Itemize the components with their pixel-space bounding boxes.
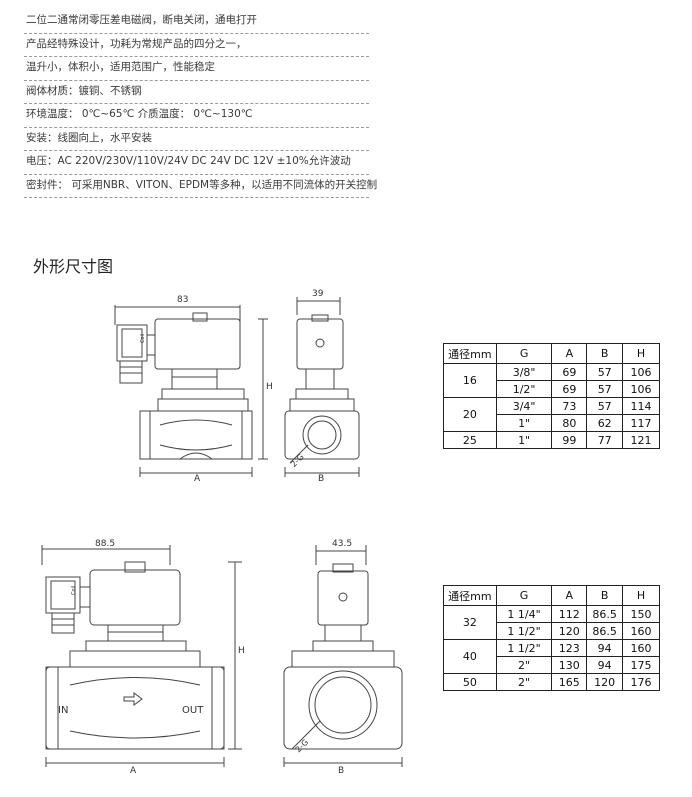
table-cell: 121 — [622, 431, 660, 449]
table-cell: 1/2" — [495, 380, 553, 398]
table-cell: 160 — [622, 639, 660, 657]
spec-line: 二位二通常闭零压差电磁阀，断电关闭，通电打开 — [24, 10, 369, 34]
table-cell-size: 40 — [443, 639, 497, 674]
dim-g-label: 2-G — [294, 738, 311, 755]
table-cell: 94 — [586, 656, 624, 674]
dim-depth-label: 39 — [312, 289, 324, 299]
spec-line: 产品经特殊设计，功耗为常规产品的四分之一， — [24, 34, 369, 57]
inlet-label: IN — [58, 705, 68, 716]
dim-b-label: B — [318, 474, 324, 484]
spec-line: 安装：线圈向上，水平安装 — [24, 128, 369, 151]
table-cell: 99 — [551, 431, 588, 449]
dim-depth-label: 43.5 — [332, 539, 352, 549]
table-cell: 117 — [622, 414, 660, 432]
dim-width-label: 88.5 — [95, 539, 115, 549]
table-cell: 57 — [586, 363, 624, 381]
table-cell: 106 — [622, 380, 660, 398]
table-cell: 176 — [622, 673, 660, 691]
table-cell-size: 32 — [443, 605, 497, 640]
table-header: 通径mm — [443, 343, 497, 364]
table-cell: 165 — [551, 673, 588, 691]
table-cell: 69 — [551, 380, 588, 398]
table-cell: 80 — [551, 414, 588, 432]
table-cell: 77 — [586, 431, 624, 449]
dim-height-label: H — [238, 646, 245, 656]
table-cell: 114 — [622, 397, 660, 415]
table-cell: 69 — [551, 363, 588, 381]
table-header: H — [622, 343, 660, 364]
spec-line: 阀体材质：镀铜、不锈钢 — [24, 81, 369, 104]
table-cell: 160 — [622, 622, 660, 640]
table-cell-size: 25 — [443, 431, 497, 449]
dim-a-label: A — [194, 474, 201, 484]
outlet-label: OUT — [182, 705, 204, 716]
table-cell: 175 — [622, 656, 660, 674]
table-cell: 130 — [551, 656, 588, 674]
table-cell-size: 20 — [443, 397, 497, 432]
table-cell: 73 — [551, 397, 588, 415]
table-cell: 62 — [586, 414, 624, 432]
table-cell-size: 50 — [443, 673, 497, 691]
table-cell: 1" — [495, 414, 553, 432]
table-cell: 1 1/2" — [495, 622, 553, 640]
table-cell: 3/8" — [495, 363, 553, 381]
table-header: B — [586, 585, 624, 606]
table-cell: 123 — [551, 639, 588, 657]
table-cell: 120 — [586, 673, 624, 691]
table-cell: 1 1/4" — [495, 605, 553, 623]
valve-drawing-small: 83 39 H A B 2-G Coil — [114, 289, 360, 484]
section-title: 外形尺寸图 — [33, 257, 114, 276]
spec-line: 温升小，体积小，适用范围广，性能稳定 — [24, 57, 369, 81]
table-cell: 2" — [495, 673, 553, 691]
table-cell: 1" — [495, 431, 553, 449]
dim-g-label: 2-G — [289, 452, 306, 469]
dim-b-label: B — [338, 766, 344, 776]
valve-drawing-large: 88.5 43.5 H A B IN OUT 2-G Coil — [41, 539, 403, 776]
dim-a-label: A — [130, 766, 137, 776]
table-header: G — [495, 585, 553, 606]
table-header: A — [551, 343, 588, 364]
coil-label: Coil — [71, 586, 77, 595]
table-cell: 1 1/2" — [495, 639, 553, 657]
table-header: A — [551, 585, 588, 606]
table-cell: 2" — [495, 656, 553, 674]
spec-line: 环境温度： 0℃~65℃ 介质温度： 0℃~130℃ — [24, 104, 369, 128]
table-header: 通径mm — [443, 585, 497, 606]
table-header: G — [495, 343, 553, 364]
table-cell: 112 — [551, 605, 588, 623]
dim-height-label: H — [266, 382, 273, 392]
table-cell: 86.5 — [586, 622, 624, 640]
dim-width-label: 83 — [177, 295, 188, 305]
table-cell: 3/4" — [495, 397, 553, 415]
table-cell: 57 — [586, 380, 624, 398]
table-cell: 57 — [586, 397, 624, 415]
table-cell: 120 — [551, 622, 588, 640]
table-header: B — [586, 343, 624, 364]
table-cell: 94 — [586, 639, 624, 657]
spec-line: 密封件： 可采用NBR、VITON、EPDM等多种，以适用不同流体的开关控制 — [24, 175, 377, 198]
coil-label: Coil — [140, 334, 146, 343]
table-cell: 86.5 — [586, 605, 624, 623]
spec-list: 二位二通常闭零压差电磁阀，断电关闭，通电打开 产品经特殊设计，功耗为常规产品的四… — [24, 10, 377, 198]
dimension-table-large: 通径mm G A B H 32 1 1/4" 112 86.5 150 1 1/… — [443, 585, 660, 691]
table-header: H — [622, 585, 660, 606]
table-cell: 150 — [622, 605, 660, 623]
table-cell: 106 — [622, 363, 660, 381]
spec-line: 电压：AC 220V/230V/110V/24V DC 24V DC 12V ±… — [24, 151, 369, 175]
dimension-table-small: 通径mm G A B H 16 3/8" 69 57 106 1/2" 69 5… — [443, 343, 660, 449]
table-cell-size: 16 — [443, 363, 497, 398]
